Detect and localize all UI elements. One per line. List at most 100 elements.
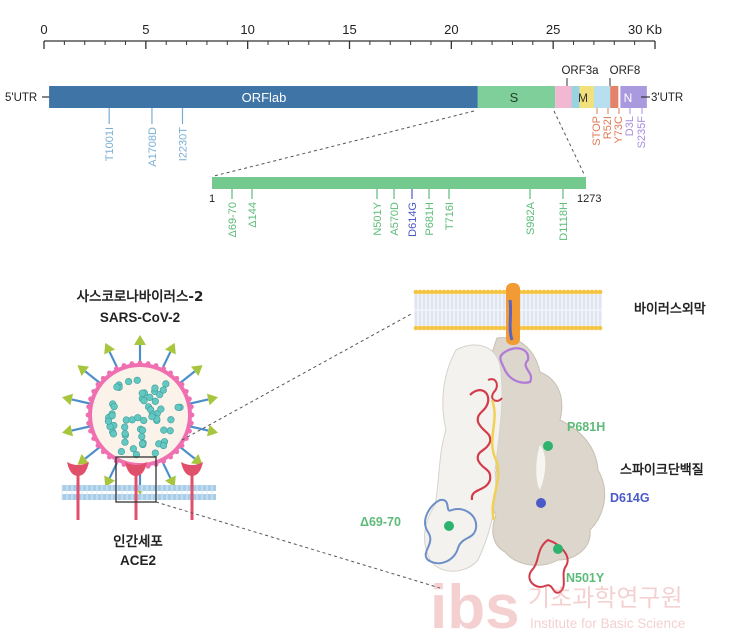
membrane-head-bottom [549, 325, 555, 331]
virus-rna-bead [121, 423, 129, 431]
spike-mutation-label: Δ69-70 [227, 202, 239, 237]
n-mutation-label: D3L [624, 116, 636, 136]
genome-segment-orf3a [555, 86, 572, 108]
membrane-head-bottom [565, 325, 571, 331]
protein-stalk [506, 283, 520, 345]
membrane-head-top [473, 289, 479, 295]
helix-red-bottom [528, 538, 569, 594]
virus-spike-stem [188, 398, 209, 405]
virus-spike-stem [188, 425, 209, 432]
membrane-head-top [497, 289, 503, 295]
membrane-head-bottom [473, 325, 479, 331]
virus-spike-head [77, 453, 90, 465]
scale-tick-label: 10 [240, 22, 254, 37]
genome-segment-accent_gap [593, 86, 611, 108]
membrane-head-top [581, 289, 587, 295]
membrane-head-bottom [477, 325, 483, 331]
membrane-head-top [413, 289, 419, 295]
virus-rna-bead [109, 430, 118, 438]
genome-segments [49, 86, 647, 108]
virus-rna-bead [121, 430, 129, 438]
virus-name-ko: 사스코로나바이러스-2 [77, 288, 204, 305]
spike-mutation-label: P681H [424, 202, 436, 236]
membrane-head-top [437, 289, 443, 295]
virus-spike-head [164, 342, 176, 355]
helix-yellow [490, 399, 500, 521]
membrane-head-bottom [593, 325, 599, 331]
membrane-label: 바이러스외막 [634, 301, 706, 317]
ace2-receptor-head [181, 462, 203, 476]
virus-rna-bead [104, 417, 113, 425]
virus-rna-bead [138, 389, 146, 397]
membrane-head-bottom [437, 325, 443, 331]
virus-spike-head [77, 365, 90, 377]
genome-segment-orf1ab [49, 86, 478, 108]
virus-rna-bead [110, 402, 118, 411]
virus-spike-head [206, 424, 218, 437]
virus-spike-head [104, 342, 116, 355]
site-dot-d614g [536, 498, 546, 508]
virus-spike-head [62, 393, 74, 406]
membrane-head-top [489, 289, 495, 295]
membrane-head-top [481, 289, 487, 295]
membrane-head-top [529, 289, 535, 295]
virus-spike-stem [71, 425, 92, 432]
virus-spike-stem [178, 370, 196, 385]
orf1ab-mutation-label: A1708D [147, 127, 159, 167]
virus-rna-bead [162, 380, 170, 388]
membrane-head-bottom [525, 325, 531, 331]
genome-segment-s [477, 86, 556, 108]
spike-start-label: 1 [209, 193, 215, 205]
membrane-head-bottom [485, 325, 491, 331]
virus-rna-bead [159, 441, 168, 450]
virus-spike-stem [84, 445, 102, 460]
virus-rna-bead [129, 445, 137, 453]
virus-rna-bead [134, 414, 142, 422]
virus-rna-bead [108, 412, 116, 420]
s-gene-label: S [510, 90, 519, 105]
membrane-head-top [569, 289, 575, 295]
site-dot-n501y [553, 544, 563, 554]
orf1ab-mutation-label: T1001I [104, 127, 116, 161]
membrane-head-bottom [421, 325, 427, 331]
membrane-head-top [593, 289, 599, 295]
m-gene-label: M [578, 91, 588, 105]
virus-rna-bead [113, 383, 121, 391]
membrane-head-bottom [457, 325, 463, 331]
n-mutation-label: S235F [636, 116, 648, 149]
genome-segment-m [579, 86, 594, 108]
membrane-head-top [553, 289, 559, 295]
membrane-head-bottom [573, 325, 579, 331]
membrane-head-top [445, 289, 451, 295]
membrane-head-bottom [449, 325, 455, 331]
virus-name-en: SARS-CoV-2 [100, 310, 180, 325]
membrane-head-bottom [553, 325, 559, 331]
protein-label: 스파이크단백질 [620, 462, 704, 478]
ace2-receptors [67, 462, 203, 520]
protein-cavity [536, 445, 546, 490]
membrane-head-top [565, 289, 571, 295]
membrane-head-top [429, 289, 435, 295]
virus-rna-bead [166, 427, 174, 435]
cell-receptor-label: ACE2 [120, 553, 156, 568]
utr5-label: 5'UTR [5, 92, 37, 104]
scale-tick-label: 0 [40, 22, 47, 37]
n-mutation-label: R52I [602, 116, 614, 139]
helix-blue [424, 498, 478, 565]
membrane-head-top [433, 289, 439, 295]
membrane-head-bottom [529, 325, 535, 331]
membrane-head-top [533, 289, 539, 295]
orf1ab-label: ORFlab [242, 90, 287, 105]
ibs-watermark: ibs 기초과학연구원 Institute for Basic Science [430, 573, 685, 639]
membrane-head-top [425, 289, 431, 295]
virus-rna-bead [167, 416, 175, 424]
virus-rna-bead [151, 397, 159, 405]
site-label-p681h: P681H [567, 420, 605, 434]
virus-spike-head [134, 335, 146, 345]
virus-rna-bead [159, 386, 167, 394]
virus-rna-bead [121, 438, 129, 446]
n-gene-label: N [624, 91, 633, 105]
